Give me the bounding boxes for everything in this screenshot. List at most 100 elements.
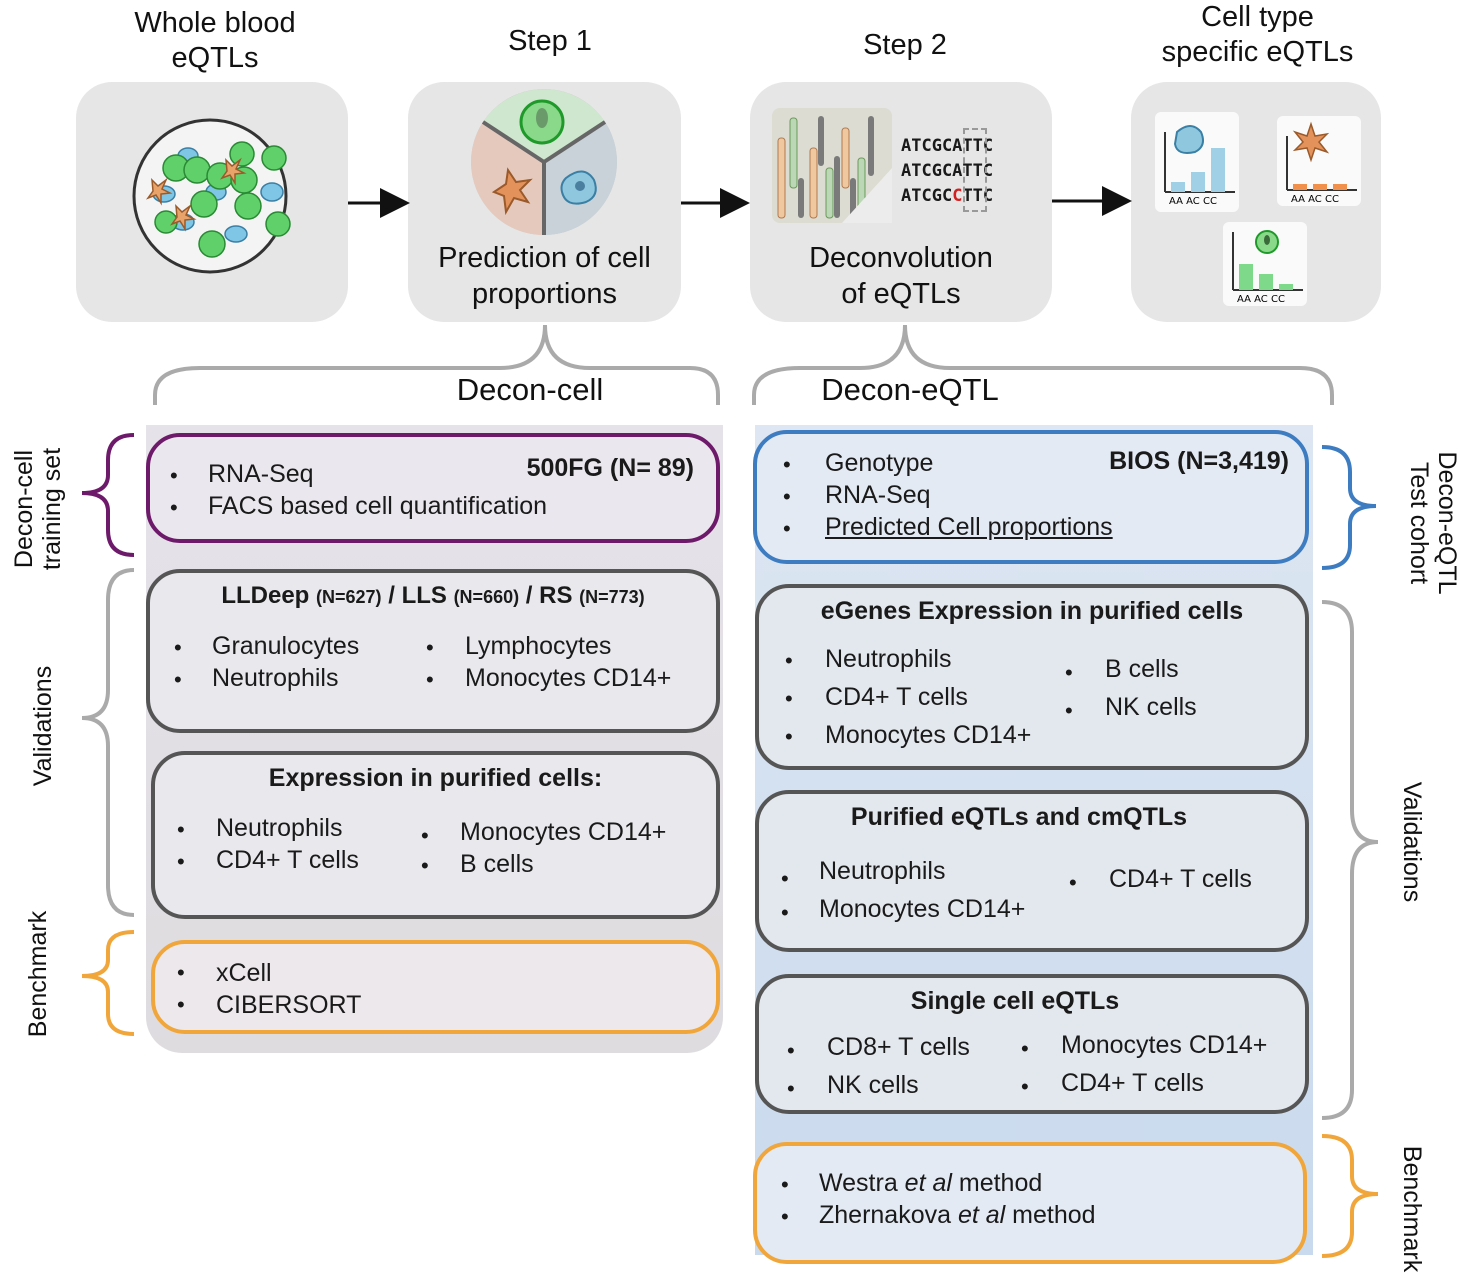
sequencing-reads-icon	[772, 108, 892, 223]
cell-proportion-pie-icon	[471, 89, 617, 235]
bullet: •	[177, 992, 185, 1017]
side-label-validations-right: Validations	[1398, 781, 1426, 903]
egenes-col1-item-1: Neutrophils	[825, 645, 952, 673]
header-cell-type-line2: specific eQTLs	[1161, 36, 1354, 68]
benchmark-right-item-2-it: et al	[957, 1201, 1006, 1229]
header-whole-blood: Whole blood eQTLs	[100, 6, 330, 76]
bullet: •	[426, 667, 434, 692]
bullet: •	[787, 1076, 795, 1101]
training-brace	[81, 433, 135, 557]
bullet: •	[177, 960, 185, 985]
cohort-rs: RS	[539, 582, 573, 609]
blood-sample-icon	[132, 118, 291, 274]
side-label-test-cohort-line2: Test cohort	[1405, 461, 1433, 585]
side-label-benchmark-right: Benchmark	[1398, 1145, 1426, 1273]
whole-blood-card	[76, 82, 348, 322]
cohort-sep-1: /	[388, 582, 395, 609]
side-label-training-line1: Decon-cell	[10, 449, 38, 569]
cohort-title: LLDeep (N=627) / LLS (N=660) / RS (N=773…	[150, 581, 716, 612]
bullet: •	[1021, 1036, 1029, 1061]
benchmark-box-right: • Westra et al method • Zhernakova et al…	[753, 1142, 1307, 1264]
cohort-lls: LLS	[401, 582, 447, 609]
bullet: •	[170, 463, 178, 488]
step1-caption-line1: Prediction of cell	[438, 242, 651, 274]
cohort-validation-box: LLDeep (N=627) / LLS (N=660) / RS (N=773…	[146, 569, 720, 733]
purified-eqtl-col2-item-1: CD4+ T cells	[1109, 865, 1252, 893]
single-cell-title: Single cell eQTLs	[910, 987, 1120, 1015]
group-label-decon-cell: Decon-cell	[456, 372, 604, 407]
step1-card: Prediction of cell proportions	[408, 82, 681, 322]
side-label-training: Decon-cell training set	[10, 429, 66, 589]
dna-seq-2: ATCGCATTC	[901, 161, 994, 181]
side-label-test-cohort: Decon-eQTL Test cohort	[1405, 443, 1459, 603]
myeloid-eqtl-chart-icon: AA AC CC	[1277, 116, 1361, 206]
side-label-validations-left: Validations	[29, 665, 57, 787]
purified-eqtl-box: Purified eQTLs and cmQTLs • Neutrophils …	[755, 790, 1309, 952]
test-cohort-box: • Genotype • RNA-Seq • Predicted Cell pr…	[753, 430, 1309, 564]
cohort-sep-2: /	[525, 582, 533, 609]
bullet: •	[781, 866, 789, 891]
single-cell-col1-item-2: NK cells	[827, 1071, 919, 1099]
benchmark-right-item-2-pre: Zhernakova	[819, 1201, 958, 1229]
side-label-training-line2: training set	[38, 447, 66, 571]
cohort-rs-n: (N=773)	[579, 587, 645, 607]
bullet: •	[783, 484, 791, 509]
training-item-1: RNA-Seq	[208, 460, 314, 488]
cohort-col2-item-2: Monocytes CD14+	[465, 664, 672, 692]
dna-seq-3-prefix: ATCGC	[901, 186, 953, 206]
lymphocyte-eqtl-chart-icon: AA AC CC	[1223, 222, 1307, 306]
purified-expression-box: Expression in purified cells: • Neutroph…	[151, 751, 720, 919]
bullet: •	[785, 686, 793, 711]
egenes-col1-item-2: CD4+ T cells	[825, 683, 968, 711]
bios-item-2: RNA-Seq	[825, 481, 931, 509]
training-title: 500FG (N= 89)	[526, 454, 694, 482]
bullet: •	[170, 495, 178, 520]
header-whole-blood-line2: eQTLs	[171, 42, 259, 74]
side-label-benchmark-left: Benchmark	[24, 910, 52, 1038]
genotype-axis-label-1: AA AC CC	[1169, 196, 1217, 207]
benchmark-brace-left	[81, 930, 135, 1036]
bios-item-1: Genotype	[825, 449, 934, 477]
benchmark-right-item-1-it: et al	[904, 1169, 952, 1197]
benchmark-right-item-1-post: method	[951, 1169, 1043, 1197]
cohort-col2-item-1: Lymphocytes	[465, 632, 612, 660]
egenes-col1-item-3: Monocytes CD14+	[825, 721, 1032, 749]
bullet: •	[426, 635, 434, 660]
benchmark-right-item-2-post: method	[1005, 1201, 1096, 1229]
step2-card: ATCGCATTC ATCGCATTC ATCGCCTTC Deconvolut…	[750, 82, 1052, 322]
single-cell-col2-item-1: Monocytes CD14+	[1061, 1031, 1268, 1059]
benchmark-brace-right	[1321, 1134, 1379, 1258]
bios-title: BIOS (N=3,419)	[1109, 447, 1289, 475]
side-label-test-cohort-line1: Decon-eQTL	[1433, 451, 1459, 595]
egenes-col2-item-1: B cells	[1105, 655, 1179, 683]
monocyte-eqtl-chart-icon: AA AC CC	[1155, 112, 1239, 212]
header-step1: Step 1	[508, 25, 592, 57]
header-whole-blood-line1: Whole blood	[134, 7, 296, 39]
cohort-lldeep: LLDeep	[221, 582, 310, 609]
benchmark-left-item-1: xCell	[216, 959, 272, 987]
test-cohort-brace	[1321, 445, 1377, 570]
bullet: •	[781, 1204, 789, 1229]
header-cell-type: Cell type specific eQTLs	[1130, 0, 1385, 70]
genotype-axis-label-3: AA AC CC	[1237, 294, 1285, 305]
bullet: •	[781, 1172, 789, 1197]
bullet: •	[174, 667, 182, 692]
training-set-box: • RNA-Seq • FACS based cell quantificati…	[146, 433, 720, 543]
bullet: •	[785, 724, 793, 749]
genotype-axis-label-2: AA AC CC	[1291, 194, 1339, 205]
bullet: •	[781, 900, 789, 925]
validations-brace-left	[81, 568, 135, 917]
bullet: •	[785, 648, 793, 673]
purified-col1-item-2: CD4+ T cells	[216, 846, 359, 874]
bullet: •	[421, 823, 429, 848]
bullet: •	[787, 1038, 795, 1063]
benchmark-right-item-1: Westra et al method	[819, 1168, 1042, 1198]
cell-type-card: AA AC CC AA AC CC AA AC CC	[1131, 82, 1381, 322]
benchmark-right-item-1-pre: Westra	[819, 1169, 905, 1197]
bullet: •	[1065, 698, 1073, 723]
bullet: •	[783, 516, 791, 541]
group-label-decon-eqtl: Decon-eQTL	[821, 372, 999, 407]
validations-brace-right	[1321, 600, 1379, 1120]
bullet: •	[1069, 870, 1077, 895]
purified-eqtl-col1-item-2: Monocytes CD14+	[819, 895, 1026, 923]
